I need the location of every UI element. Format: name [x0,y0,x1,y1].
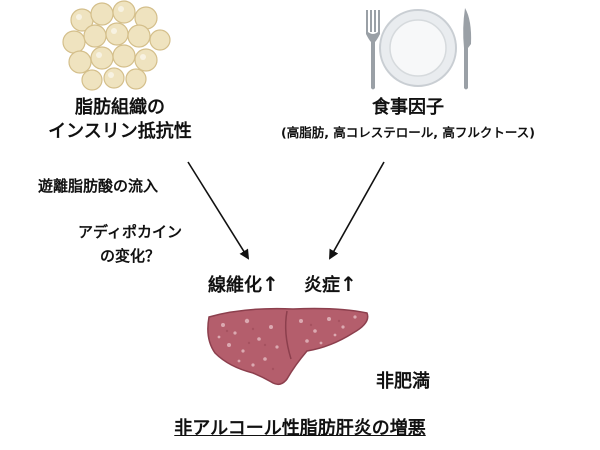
inflammation-up-arrow: ↑ [340,272,357,296]
liver-icon [207,307,369,386]
fibrosis-label: 線維化 [208,275,262,296]
plate-cutlery-icon [366,8,472,90]
left-title-line1: 脂肪組織の [75,97,165,118]
right-title-line1: 食事因子 [372,97,444,118]
right-title-line2: (高脂肪, 高コレステロール, 高フルクトース) [280,125,535,140]
left-title-line2: インスリン抵抗性 [48,121,192,142]
fibrosis-up-arrow: ↑ [262,272,279,296]
arrow-left-to-liver [187,161,250,260]
arrow-right-to-liver [329,161,385,260]
non-obese-label: 非肥満 [376,371,430,392]
fat-cells-icon [62,0,171,91]
bottom-caption: 非アルコール性脂肪肝炎の増悪 [174,418,426,439]
adipokine-label-line2: の変化？ [99,247,160,265]
ffa-influx-label: 遊離脂肪酸の流入 [38,177,159,195]
inflammation-label: 炎症 [304,275,340,296]
adipokine-label-line1: アディポカイン [78,223,182,241]
